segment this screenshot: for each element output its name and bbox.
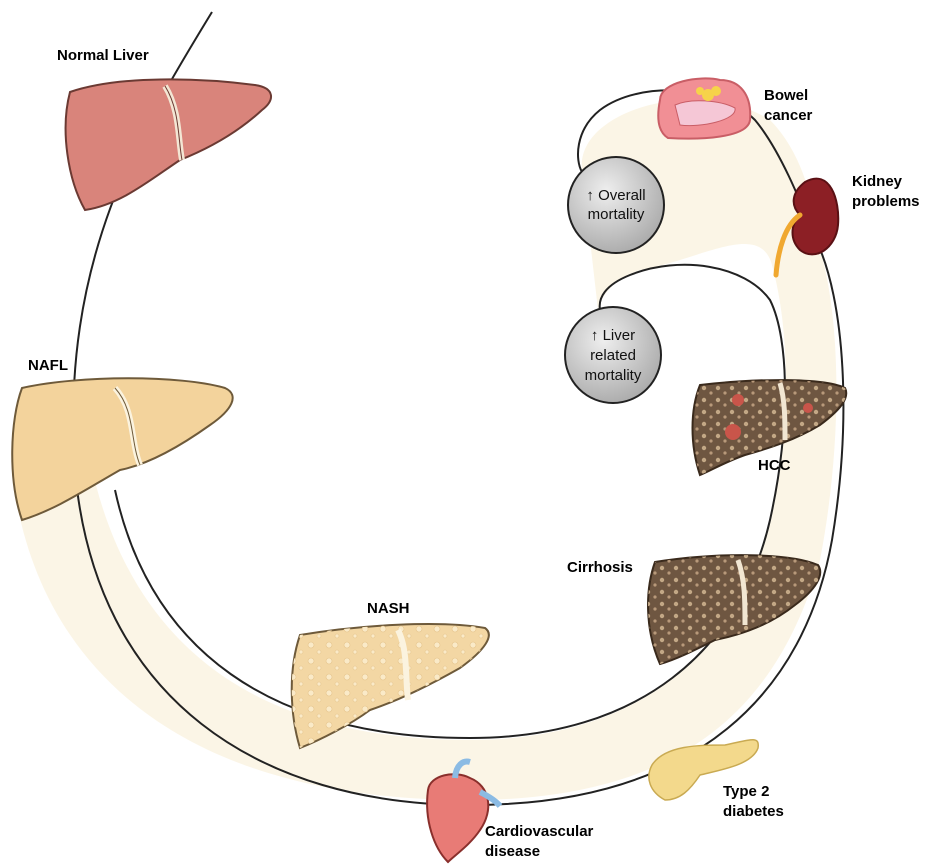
normal-liver-icon [66,79,271,210]
cardio-label-line2: disease [485,843,540,860]
cardio-label-line1: Cardiovascular [485,823,594,840]
liver-mortality-line3: mortality [585,367,642,384]
bowel-label-line1: Bowel [764,87,808,104]
overall-mortality-line2: mortality [588,206,645,223]
nafl-liver-icon [12,378,232,520]
bowel-label-line2: cancer [764,107,813,124]
nafl-label: NAFL [28,357,68,374]
progression-band [12,235,836,800]
nash-label: NASH [367,600,410,617]
overall-mortality-line1: ↑ Overall [586,187,645,204]
bowel-icon [658,78,750,138]
diabetes-label-line1: Type 2 [723,783,769,800]
liver-mortality-bubble: ↑ Liver related mortality [565,307,661,403]
kidney-label-line2: problems [852,193,920,210]
normal-liver-label: Normal Liver [57,47,149,64]
liver-mortality-line2: related [590,347,636,364]
cirrhosis-label: Cirrhosis [567,559,633,576]
liver-mortality-line1: ↑ Liver [591,327,635,344]
diabetes-label-line2: diabetes [723,803,784,820]
nash-liver-icon [292,624,489,748]
overall-mortality-bubble: ↑ Overall mortality [568,157,664,253]
hcc-label: HCC [758,457,791,474]
kidney-label-line1: Kidney [852,173,903,190]
